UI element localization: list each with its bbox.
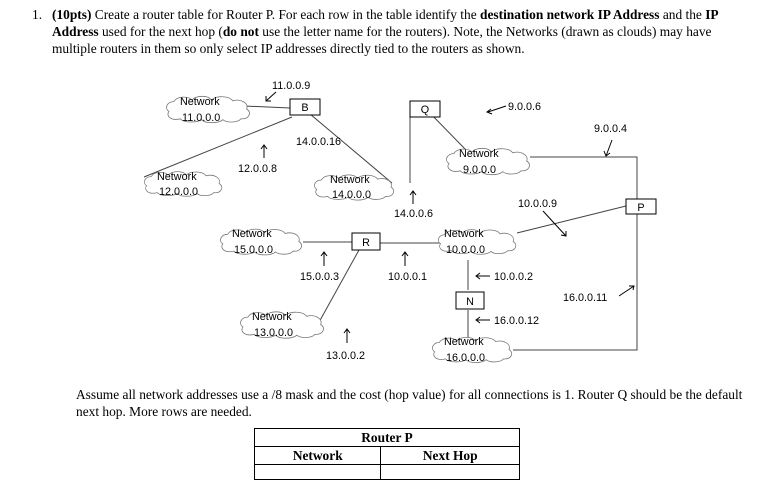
cloud-title: Network: [444, 336, 484, 348]
column-next-hop: Next Hop: [380, 446, 520, 465]
router-label: B: [301, 102, 308, 114]
question-text-3: used for the next hop (: [98, 24, 223, 39]
wire-p-10: [516, 205, 627, 234]
label-q-14: 14.0.0.6: [394, 208, 433, 220]
cloud-network-15: Network 15.0.0.0: [219, 228, 303, 256]
cloud-network-11: Network 11.0.0.0: [166, 95, 251, 124]
cloud-address: 9.0.0.0: [463, 164, 496, 176]
arrow-n-10: [475, 272, 490, 280]
wire-p-9: [530, 156, 638, 199]
label-r-10: 10.0.0.1: [388, 271, 427, 283]
arrow-q-9: [485, 105, 507, 115]
question-text-1: Create a router table for Router P. For …: [91, 7, 481, 22]
arrow-r-15: [320, 251, 328, 266]
cloud-title: Network: [459, 148, 499, 160]
cloud-title: Network: [157, 171, 197, 183]
cloud-network-9: Network 9.0.0.0: [446, 147, 531, 176]
label-b-11: 11.0.0.9: [272, 80, 310, 92]
router-label: N: [466, 296, 474, 308]
wire-b-12: [143, 116, 293, 178]
cloud-address: 14.0.0.0: [332, 189, 371, 201]
router-b: B: [289, 98, 321, 116]
cloud-network-13: Network 13.0.0.0: [240, 311, 325, 339]
question-text: 1. (10pts) Create a router table for Rou…: [32, 6, 752, 57]
label-n-16: 16.0.0.12: [494, 315, 539, 327]
cloud-network-16: Network 16.0.0.0: [431, 336, 513, 364]
column-network: Network: [253, 446, 382, 465]
router-label: P: [637, 202, 644, 214]
cloud-title: Network: [330, 174, 370, 186]
router-r: R: [351, 232, 381, 251]
wire-b-11: [243, 105, 291, 109]
label-p-16: 16.0.0.11: [563, 292, 607, 304]
assumption-note: Assume all network addresses use a /8 ma…: [76, 387, 743, 419]
wire-p-16: [513, 213, 638, 351]
label-r-15: 15.0.0.3: [300, 271, 339, 283]
router-n: N: [455, 291, 485, 310]
router-p-table: Router P Network Next Hop: [253, 428, 520, 480]
arrow-n-16: [475, 316, 490, 324]
label-r-13: 13.0.0.2: [326, 350, 365, 362]
label-n-10: 10.0.0.2: [494, 271, 533, 283]
arrow-p-16: [618, 285, 635, 297]
arrow-r-10: [401, 251, 409, 266]
cloud-title: Network: [444, 228, 484, 240]
cloud-network-14: Network 14.0.0.0: [313, 174, 395, 201]
table-cell-network[interactable]: [253, 464, 382, 480]
wire-r-13: [317, 249, 360, 325]
question-number: 1.: [32, 7, 43, 22]
question-bold-2: IP Address: [52, 7, 718, 39]
arrow-p-9: [603, 139, 613, 157]
arrow-r-13: [343, 328, 351, 343]
label-p-10: 10.0.0.9: [518, 198, 557, 210]
arrow-b-12: [260, 144, 268, 158]
question-text-4: use the letter name for the routers). No…: [52, 24, 712, 56]
question-bold-1: destination network IP Address: [480, 7, 660, 22]
wire-b-14: [309, 113, 393, 184]
cloud-network-10: Network 10.0.0.0: [437, 228, 517, 256]
cloud-address: 10.0.0.0: [446, 244, 485, 256]
question-bold-3: do not: [222, 24, 259, 39]
cloud-title: Network: [252, 311, 292, 323]
router-p: P: [625, 198, 657, 215]
table-title: Router P: [254, 428, 520, 447]
cloud-address: 16.0.0.0: [446, 352, 485, 364]
question-text-2: and the: [659, 7, 706, 22]
question-points: (10pts): [52, 7, 92, 22]
label-q-9: 9.0.0.6: [508, 101, 541, 113]
router-q: Q: [409, 100, 441, 118]
label-p-9: 9.0.0.4: [594, 123, 627, 135]
router-label: Q: [421, 104, 429, 116]
cloud-address: 12.0.0.0: [159, 186, 198, 198]
label-b-14: 14.0.0.16: [296, 136, 341, 148]
arrow-p-10: [542, 210, 567, 237]
cloud-title: Network: [232, 228, 272, 240]
cloud-address: 15.0.0.0: [234, 244, 273, 256]
label-b-12: 12.0.0.8: [238, 163, 277, 175]
cloud-network-12: Network 12.0.0.0: [143, 171, 223, 198]
cloud-address: 11.0.0.0: [182, 112, 220, 124]
table-cell-next-hop[interactable]: [380, 464, 520, 480]
arrow-b-11: [265, 91, 277, 102]
cloud-address: 13.0.0.0: [254, 327, 293, 339]
router-label: R: [362, 237, 370, 249]
cloud-title: Network: [180, 96, 220, 108]
arrow-q-14: [409, 190, 417, 204]
